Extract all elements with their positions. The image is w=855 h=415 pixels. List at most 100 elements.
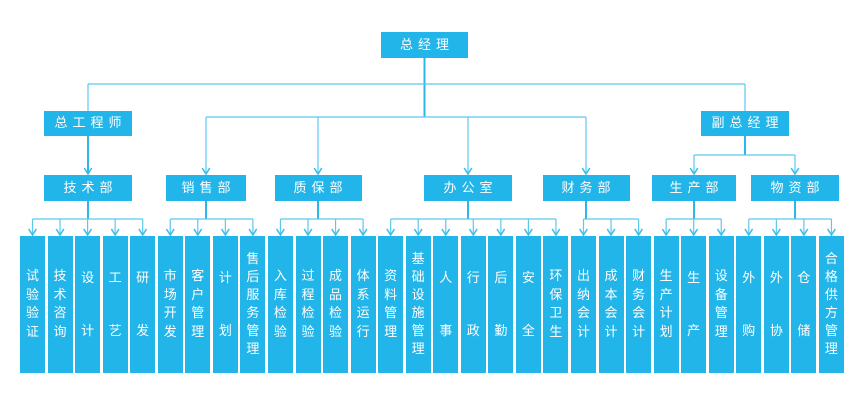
node-label-vertical: 设计 — [75, 272, 100, 338]
node-label-char: 计 — [659, 306, 673, 322]
node-label-char: 卫 — [549, 306, 563, 322]
node-label-char: 试 — [25, 268, 39, 284]
node-label: 物资部 — [770, 180, 825, 196]
node-label-char: 客 — [191, 268, 205, 284]
node-label-char: 开 — [163, 306, 177, 322]
node-label-vertical: 研发 — [130, 272, 155, 338]
node-label-char: 场 — [163, 287, 177, 303]
node-function-office-3: 行政 — [460, 236, 486, 373]
node-label-char: 出 — [576, 268, 590, 284]
node-label-char: 政 — [466, 323, 480, 339]
node-function-office-1: 基础设施管理 — [405, 236, 431, 373]
node-chief-engineer: 总工程师 — [44, 111, 132, 136]
node-label-char: 协 — [769, 323, 783, 339]
node-function-technology-0: 试验验证 — [20, 236, 45, 373]
node-label-char: 理 — [191, 325, 205, 341]
node-label-char: 格 — [824, 269, 838, 285]
node-label-char: 库 — [273, 287, 287, 303]
node-function-quality-assurance-0: 入库检验 — [267, 236, 293, 373]
node-label-char: 计 — [218, 270, 232, 286]
node-label: 副总经理 — [711, 116, 784, 131]
node-label-vertical: 体系运行 — [351, 270, 376, 339]
node-label: 质保部 — [293, 180, 348, 196]
node-label-char: 验 — [25, 306, 39, 322]
node-label-char: 技 — [53, 268, 67, 284]
node-label-char: 管 — [191, 306, 205, 322]
node-label-char: 证 — [25, 325, 39, 341]
node-label-char: 检 — [301, 306, 315, 322]
node-label-vertical: 成品检验 — [323, 270, 348, 339]
node-label-char: 会 — [604, 306, 618, 322]
node-label-char: 发 — [136, 323, 150, 339]
node-label-char: 理 — [824, 342, 838, 358]
node-label-char: 储 — [797, 323, 811, 339]
node-label-char: 安 — [521, 270, 535, 286]
arrowhead-icons — [28, 167, 836, 237]
node-label: 总经理 — [399, 37, 454, 53]
node-function-technology-2: 设计 — [75, 236, 101, 373]
node-label-char: 成 — [604, 268, 618, 284]
node-label-vertical: 成本会计 — [599, 270, 624, 339]
node-label: 办公室 — [443, 180, 498, 196]
node-label-char: 会 — [576, 306, 590, 322]
node-label-char: 管 — [384, 306, 398, 322]
node-function-materials-2: 仓储 — [791, 236, 817, 373]
node-label: 总工程师 — [54, 116, 127, 131]
node-label-char: 验 — [329, 325, 343, 341]
node-label-char: 服 — [246, 287, 260, 303]
node-function-office-5: 安全 — [515, 236, 541, 373]
node-general-manager: 总经理 — [381, 32, 468, 58]
node-function-finance-2: 财务会计 — [626, 236, 652, 373]
node-label-vertical: 售后服务管理 — [240, 253, 265, 357]
node-function-sales-3: 售后服务管理 — [240, 236, 266, 373]
node-label-char: 备 — [714, 287, 728, 303]
node-label-char: 艺 — [108, 323, 122, 339]
node-label: 销售部 — [181, 180, 236, 196]
node-function-production-1: 生产 — [681, 236, 707, 373]
node-function-office-0: 资料管理 — [378, 236, 404, 373]
node-dept-finance: 财务部 — [542, 175, 630, 201]
node-function-sales-0: 市场开发 — [157, 236, 183, 373]
node-label-char: 务 — [632, 287, 646, 303]
node-label-char: 售 — [246, 251, 260, 267]
node-label-vertical: 生产计划 — [654, 270, 679, 339]
node-label-vertical: 出纳会计 — [571, 270, 596, 339]
node-label-char: 检 — [273, 306, 287, 322]
node-label-char: 管 — [411, 324, 425, 340]
node-label-char: 人 — [439, 270, 453, 286]
node-label: 技术部 — [63, 180, 118, 196]
node-label-char: 管 — [714, 306, 728, 322]
node-label-char: 料 — [384, 287, 398, 303]
node-label-char: 资 — [384, 268, 398, 284]
node-label-vertical: 客户管理 — [185, 270, 210, 339]
node-label-char: 合 — [824, 251, 838, 267]
node-function-production-2: 设备管理 — [708, 236, 734, 373]
node-label-char: 外 — [769, 270, 783, 286]
node-label-vertical: 试验验证 — [20, 270, 45, 339]
node-function-production-0: 生产计划 — [653, 236, 679, 373]
node-label-char: 供 — [824, 287, 838, 303]
node-label-char: 行 — [356, 325, 370, 341]
node-label-char: 研 — [136, 270, 150, 286]
node-label-char: 仓 — [797, 270, 811, 286]
node-label-char: 务 — [246, 306, 260, 322]
node-label-char: 管 — [824, 324, 838, 340]
node-label-char: 验 — [273, 325, 287, 341]
node-label-char: 程 — [301, 287, 315, 303]
node-label-char: 询 — [53, 325, 67, 341]
node-label-char: 工 — [108, 270, 122, 286]
node-label-char: 检 — [329, 306, 343, 322]
node-function-technology-1: 技术咨询 — [47, 236, 73, 373]
node-label-vertical: 合格供方管理 — [819, 253, 844, 357]
node-label-char: 产 — [659, 287, 673, 303]
node-dept-office: 办公室 — [424, 175, 512, 201]
node-label-char: 购 — [742, 323, 756, 339]
node-label-vertical: 设备管理 — [709, 270, 734, 339]
node-label-char: 运 — [356, 306, 370, 322]
node-label-vertical: 仓储 — [791, 272, 816, 338]
node-label-vertical: 外购 — [736, 272, 761, 338]
node-label-vertical: 入库检验 — [268, 270, 293, 339]
node-label-char: 验 — [25, 287, 39, 303]
